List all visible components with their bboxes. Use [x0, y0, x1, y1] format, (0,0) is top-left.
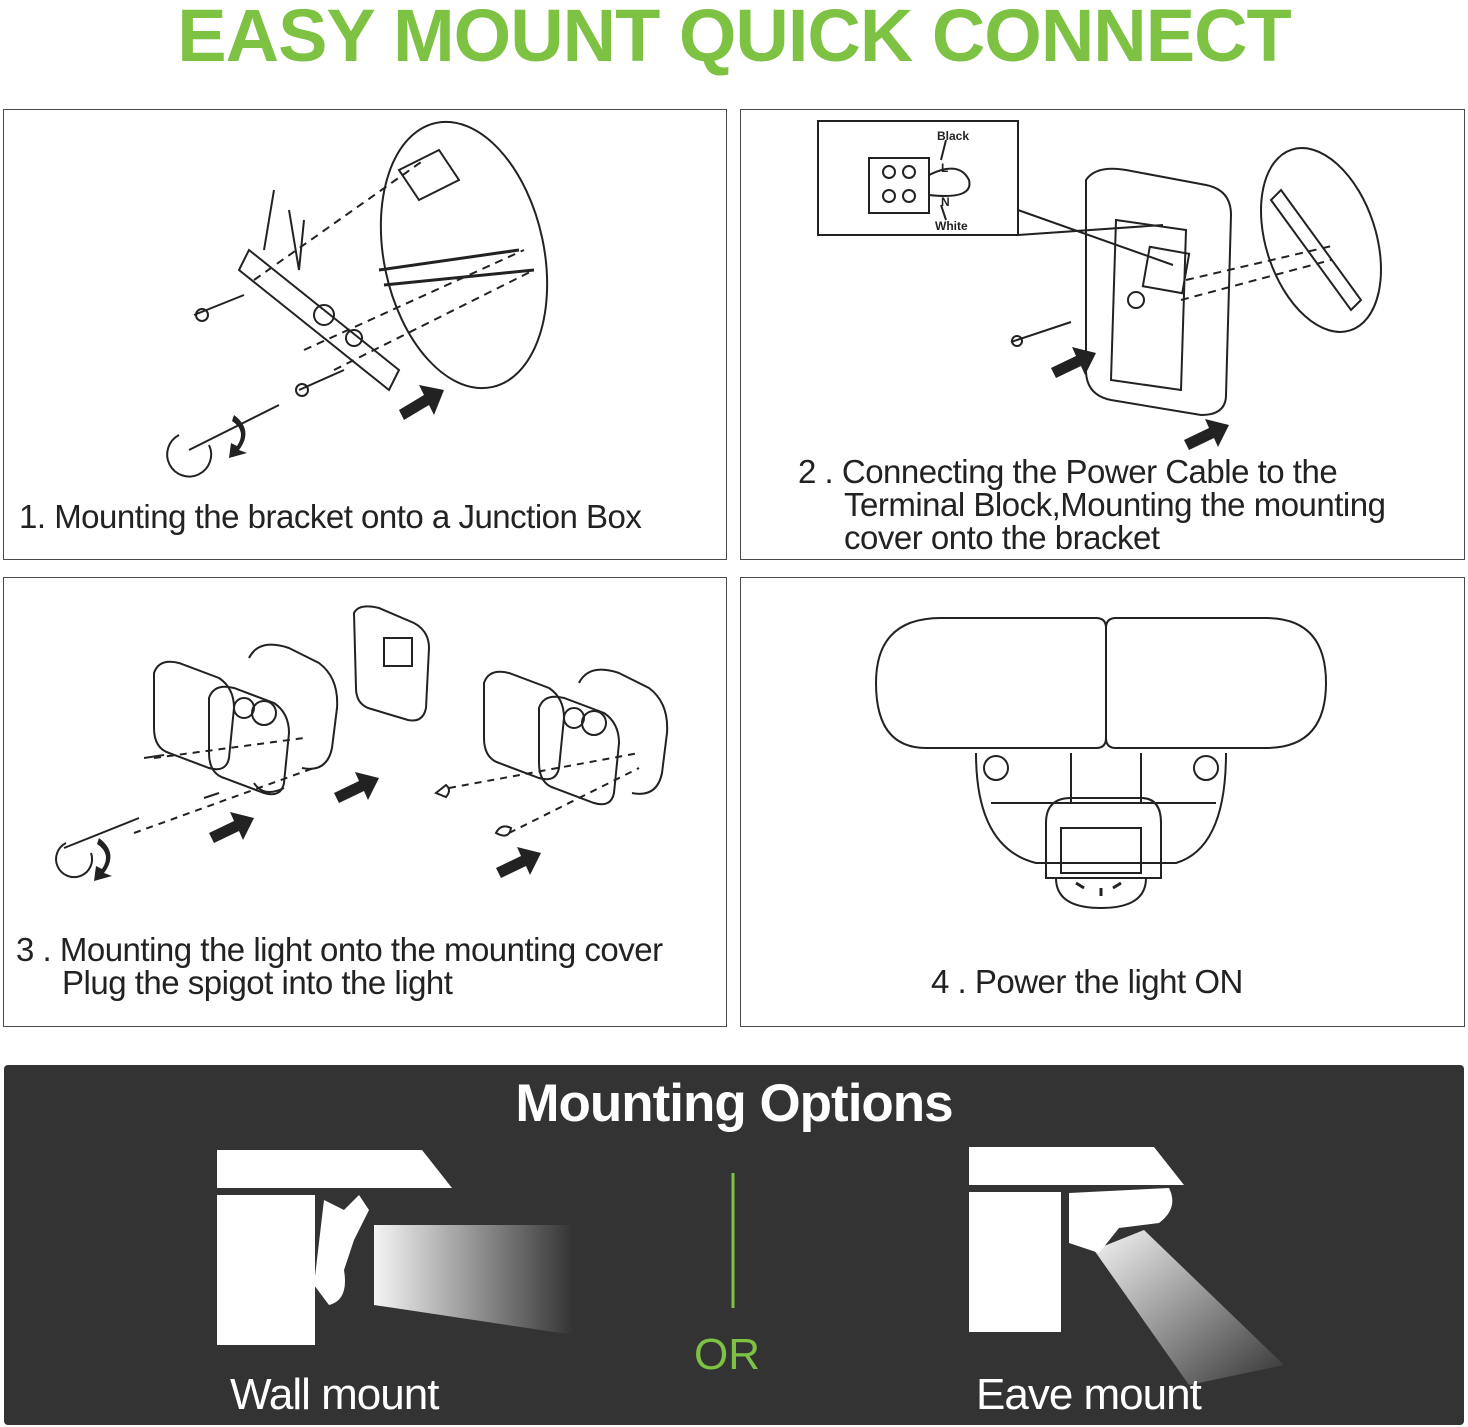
wall-mount-icon — [217, 1150, 574, 1345]
wire-label-white: White — [935, 219, 968, 233]
step-2-caption: 2 . Connecting the Power Cable to the Te… — [798, 453, 1386, 556]
page-title: EASY MOUNT QUICK CONNECT — [177, 0, 1291, 77]
arrow-icon — [399, 385, 444, 420]
arrow-icon — [1051, 347, 1096, 378]
wire-label-black: Black — [937, 129, 969, 143]
mounting-options-section: Mounting Options Wall mount OR Ea — [4, 1065, 1464, 1425]
wiring-inset — [817, 120, 1019, 236]
light-housing-icon — [975, 752, 1227, 864]
screwdriver-rotation-icon — [166, 434, 213, 478]
step-1-caption: 1. Mounting the bracket onto a Junction … — [19, 498, 642, 535]
mounting-options-illustration — [217, 1147, 1284, 1385]
eave-mount-label: Eave mount — [976, 1370, 1202, 1419]
mounting-cover-icon — [352, 605, 431, 722]
motion-sensor-icon — [1045, 797, 1162, 879]
step-1-panel: 1. Mounting the bracket onto a Junction … — [3, 109, 727, 560]
step-2-panel: Black White L N 2 . Connecting the Power… — [740, 109, 1465, 560]
mounting-cover-icon — [1085, 167, 1233, 417]
arrow-icon — [496, 847, 541, 878]
caption-line: cover onto the bracket — [844, 519, 1160, 556]
wire-label-l: L — [941, 161, 948, 175]
eave-mount-icon — [969, 1147, 1284, 1385]
junction-box-icon — [379, 120, 549, 390]
light-head-icon — [153, 660, 236, 771]
step-3-illustration — [55, 605, 669, 881]
caption-line: Plug the spigot into the light — [62, 964, 453, 1001]
bracket-icon — [237, 248, 401, 392]
rotation-arrow-icon — [94, 838, 112, 881]
step-3-caption: 3 . Mounting the light onto the mounting… — [16, 933, 663, 999]
terminal-block-icon — [868, 157, 930, 214]
or-label: OR — [694, 1330, 760, 1379]
arrow-icon — [1184, 419, 1229, 450]
light-panel-left-icon — [874, 617, 1107, 749]
caption-line: 1. Mounting the bracket onto a Junction … — [19, 498, 642, 535]
caption-line: 2 . Connecting the Power Cable to the — [798, 453, 1338, 490]
arrow-icon — [334, 772, 379, 803]
light-panel-right-icon — [1105, 617, 1328, 749]
rotation-arrow-icon — [229, 415, 247, 458]
caption-line: 4 . Power the light ON — [931, 963, 1243, 1000]
bracket-plate-icon — [1260, 147, 1382, 333]
screwdriver-icon — [63, 817, 140, 849]
wire-label-n: N — [941, 195, 950, 209]
step-4-caption: 4 . Power the light ON — [931, 965, 1243, 998]
mounting-options-title: Mounting Options — [515, 1074, 953, 1133]
step-4-panel: 4 . Power the light ON — [740, 577, 1465, 1027]
screw-icon — [1010, 321, 1072, 343]
step-2-illustration: Black White L N — [817, 120, 1382, 450]
arrow-icon — [209, 812, 254, 843]
caption-line: Terminal Block,Mounting the mounting — [844, 486, 1386, 523]
step-3-panel: 3 . Mounting the light onto the mounting… — [3, 577, 727, 1027]
caption-line: 3 . Mounting the light onto the mounting… — [16, 931, 663, 968]
step-1-illustration — [166, 120, 549, 478]
wall-mount-label: Wall mount — [230, 1370, 439, 1419]
step-4-illustration — [874, 617, 1328, 910]
screw-icon — [188, 294, 345, 451]
